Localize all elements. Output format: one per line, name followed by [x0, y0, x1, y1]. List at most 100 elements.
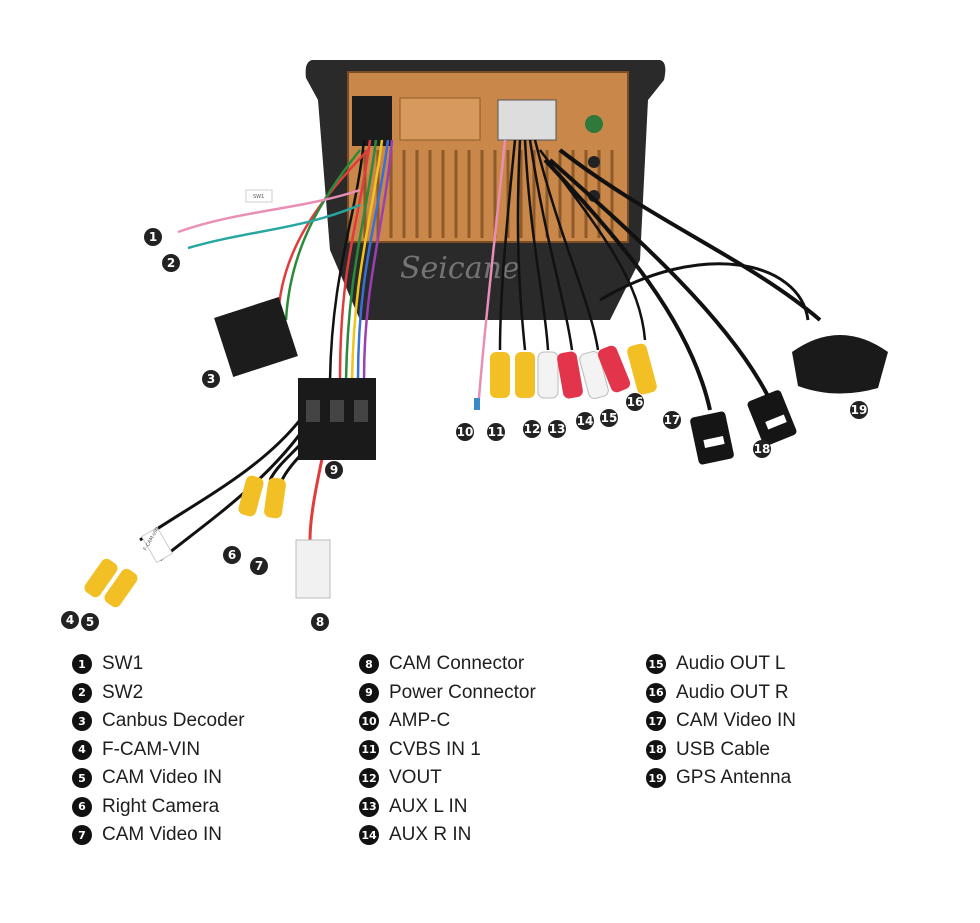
callout-number: 1 [149, 230, 157, 244]
legend-label: SW2 [102, 681, 144, 703]
legend-number: 19 [646, 768, 666, 789]
camera-rca-plugs [84, 475, 286, 608]
legend-label: CAM Video IN [676, 710, 797, 732]
legend-label: CAM Connector [389, 653, 525, 675]
legend-number: 16 [646, 682, 666, 703]
head-unit: Seicane [305, 60, 666, 320]
callout-number: 3 [207, 372, 215, 386]
legend-item: 7 CAM Video IN [72, 821, 245, 850]
callout-number: 9 [330, 463, 338, 477]
sw1-tag-text: SW1 [253, 194, 264, 200]
legend-number: 4 [72, 739, 92, 760]
wiring-diagram: Seicane [61, 60, 888, 631]
gps-antenna [792, 335, 888, 394]
callout-marker-10: 10 [456, 423, 474, 441]
callout-number: 8 [316, 615, 324, 629]
legend-item: 2 SW2 [72, 679, 245, 708]
legend-label: VOUT [389, 767, 442, 789]
callout-number: 7 [255, 559, 263, 573]
callout-marker-14: 14 [576, 412, 594, 430]
legend-number: 12 [359, 768, 379, 789]
callout-marker-15: 15 [600, 409, 618, 427]
legend-item: 15 Audio OUT L [646, 650, 796, 679]
legend-number: 6 [72, 796, 92, 817]
callout-number: 16 [627, 395, 644, 409]
legend-number: 18 [646, 739, 666, 760]
legend-number: 7 [72, 825, 92, 846]
callout-marker-5: 5 [81, 613, 99, 631]
callout-number: 4 [66, 613, 74, 627]
legend-item: 3 Canbus Decoder [72, 707, 245, 736]
legend-number: 9 [359, 682, 379, 703]
legend-label: Right Camera [102, 795, 220, 817]
cam-connector [295, 539, 331, 599]
callout-marker-2: 2 [162, 254, 180, 272]
legend-label: CVBS IN 1 [389, 738, 481, 760]
legend-label: F-CAM-VIN [102, 738, 201, 760]
callout-number: 19 [851, 403, 868, 417]
legend-label: AUX R IN [389, 824, 472, 846]
legend-label: Power Connector [389, 681, 536, 703]
callout-marker-1: 1 [144, 228, 162, 246]
callout-number: 11 [488, 425, 505, 439]
callout-number: 2 [167, 256, 175, 270]
legend-item: 17 CAM Video IN [646, 707, 796, 736]
legend-number: 10 [359, 711, 379, 732]
legend-label: USB Cable [676, 738, 770, 760]
legend-item: 16 Audio OUT R [646, 679, 796, 708]
callout-number: 18 [754, 442, 771, 456]
callout-marker-16: 16 [626, 393, 644, 411]
legend-number: 14 [359, 825, 379, 846]
legend-number: 17 [646, 711, 666, 732]
callout-marker-8: 8 [311, 613, 329, 631]
callout-number: 14 [577, 414, 594, 428]
callout-marker-7: 7 [250, 557, 268, 575]
callout-number: 15 [601, 411, 618, 425]
callout-number: 6 [228, 548, 236, 562]
legend-item: 13 AUX L IN [359, 793, 536, 822]
legend-label: Audio OUT R [676, 681, 789, 703]
callout-marker-19: 19 [850, 401, 868, 419]
usb-plugs [690, 390, 797, 465]
legend-item: 9 Power Connector [359, 679, 536, 708]
legend-item: 18 USB Cable [646, 736, 796, 765]
legend-item: 12 VOUT [359, 764, 536, 793]
callout-marker-18: 18 [753, 440, 771, 458]
callout-marker-11: 11 [487, 423, 505, 441]
legend-item: 4 F-CAM-VIN [72, 736, 245, 765]
legend-item: 8 CAM Connector [359, 650, 536, 679]
legend-number: 3 [72, 711, 92, 732]
legend-label: AMP-C [389, 710, 451, 732]
callout-number: 13 [549, 422, 566, 436]
legend-label: GPS Antenna [676, 767, 792, 789]
legend-number: 15 [646, 654, 666, 675]
callout-number: 5 [86, 615, 94, 629]
callout-number: 12 [524, 422, 541, 436]
callout-marker-9: 9 [325, 461, 343, 479]
rca-plugs [474, 343, 657, 410]
legend-number: 2 [72, 682, 92, 703]
callout-marker-12: 12 [523, 420, 541, 438]
callout-marker-4: 4 [61, 611, 79, 629]
callout-number: 10 [457, 425, 474, 439]
callout-number: 17 [664, 413, 681, 427]
legend-label: Audio OUT L [676, 653, 786, 675]
legend-item: 14 AUX R IN [359, 821, 536, 850]
legend-number: 1 [72, 654, 92, 675]
callout-marker-6: 6 [223, 546, 241, 564]
callout-marker-17: 17 [663, 411, 681, 429]
legend-item: 1 SW1 [72, 650, 245, 679]
legend-label: AUX L IN [389, 795, 468, 817]
legend-number: 8 [359, 654, 379, 675]
legend-number: 13 [359, 796, 379, 817]
watermark: Seicane [400, 251, 520, 286]
legend-label: CAM Video IN [102, 824, 223, 846]
legend-label: Canbus Decoder [102, 710, 245, 732]
legend-label: CAM Video IN [102, 767, 223, 789]
legend-label: SW1 [102, 653, 144, 675]
